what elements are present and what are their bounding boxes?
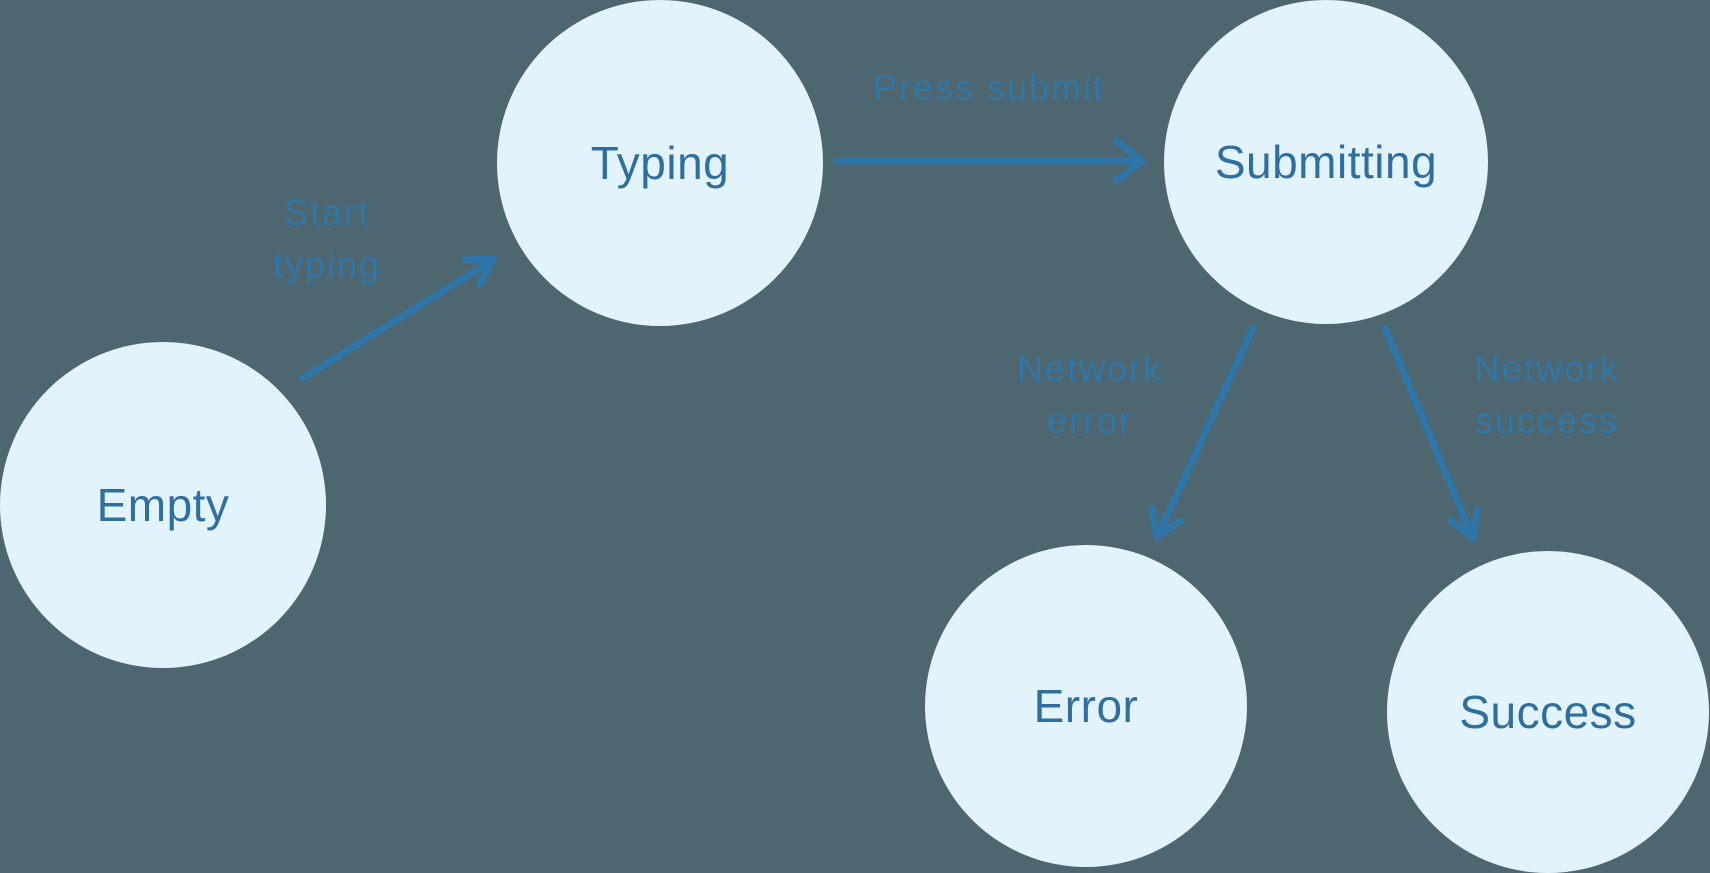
state-node-error: Error [925,545,1247,867]
state-label-success: Success [1459,686,1637,738]
transition-label-start-typing: Start typing [272,192,382,285]
arrow-shaft [1157,324,1257,533]
state-node-typing: Typing [497,0,823,326]
transition-label-network-success: Network success [1473,348,1621,441]
arrow-empty-to-typing [299,255,497,382]
arrow-submitting-to-error [1148,324,1257,541]
state-label-typing: Typing [590,137,730,189]
state-node-submitting: Submitting [1164,0,1488,324]
state-label-error: Error [1033,680,1139,732]
arrowhead-icon [461,255,497,288]
arrow-shaft [1381,324,1473,533]
arrowhead-icon [1112,137,1146,185]
arrow-shaft [299,259,492,382]
arrow-submitting-to-success [1381,324,1481,542]
state-node-empty: Empty [0,342,326,668]
state-label-empty: Empty [96,479,230,531]
transition-label-network-error: Network error [1016,348,1164,441]
state-node-success: Success [1387,551,1709,873]
arrow-typing-to-submitting [833,137,1146,185]
transition-label-press-submit: Press submit [872,67,1106,108]
arrowhead-icon [1148,505,1184,541]
state-label-submitting: Submitting [1214,136,1438,188]
arrowhead-icon [1447,506,1481,542]
